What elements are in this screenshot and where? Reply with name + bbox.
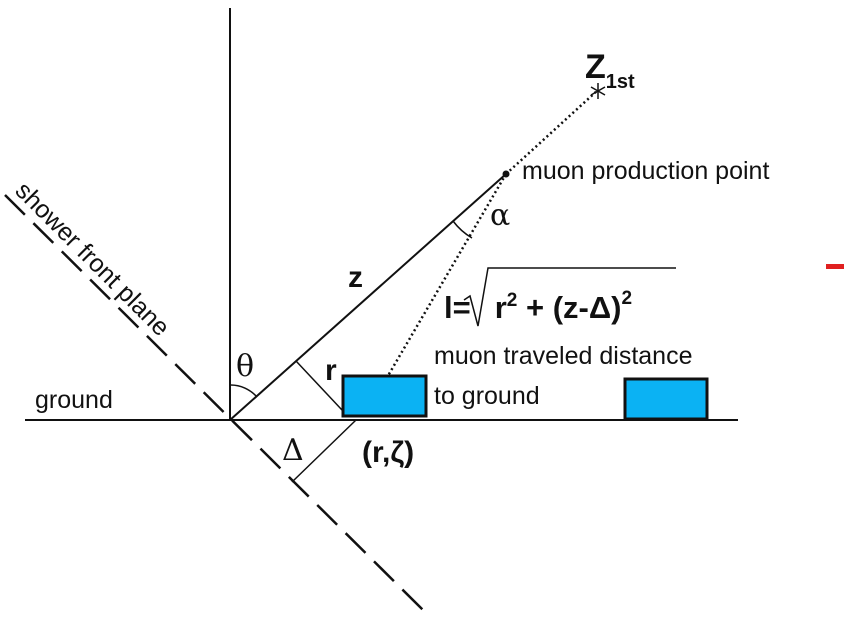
traveled-distance-label: muon traveled distance (434, 342, 692, 370)
accent-mark (826, 264, 844, 269)
theta-label: θ (236, 349, 254, 384)
detector-near (341, 374, 428, 418)
shower-front-line (4, 194, 426, 613)
coords-label: (r,ζ) (362, 436, 414, 469)
r-label: r (325, 354, 337, 387)
r-perpendicular (295, 360, 343, 411)
traveled-distance-label-2: to ground (434, 382, 540, 410)
l-formula: l=r2 + (z-Δ)2 (444, 288, 632, 325)
sqrt-sign (463, 267, 676, 327)
shower-axis (229, 173, 507, 421)
delta-segment (291, 419, 357, 483)
alpha-label: α (490, 198, 510, 233)
z1st-star-icon (590, 83, 606, 99)
production-point-dot (502, 170, 510, 178)
dotted-to-z1st (505, 89, 599, 175)
detector-far (623, 377, 709, 421)
delta-label: Δ (282, 433, 304, 468)
z-label: z (348, 261, 363, 294)
shower-front-label: shower front plane (10, 176, 175, 341)
ground-label: ground (35, 386, 113, 414)
production-point-label: muon production point (522, 157, 769, 185)
theta-arc (229, 384, 258, 398)
alpha-arc (452, 220, 473, 239)
muon-path (380, 173, 508, 387)
z1st-label: Z1st (585, 48, 635, 93)
